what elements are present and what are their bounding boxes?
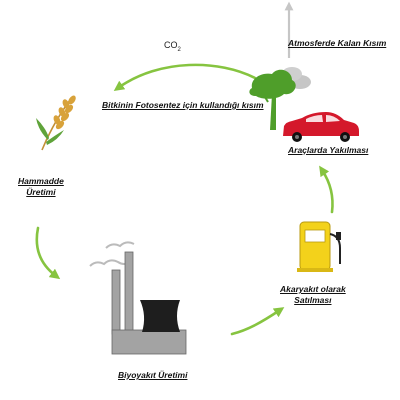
fuel-sale-label: Akaryakıt olarak Satılması [280, 284, 346, 305]
factory-icon [89, 241, 187, 355]
arrow-raw-to-factory [35, 226, 61, 280]
wheat-icon [36, 95, 76, 151]
fuel-pump-icon [297, 221, 341, 272]
vehicle-burning-label: Araçlarda Yakılması [288, 145, 369, 155]
car-icon [283, 112, 359, 142]
biofuel-production-label: Biyoyakıt Üretimi [118, 370, 188, 380]
arrow-photosynthesis [113, 63, 257, 92]
co2-label: CO2 [164, 40, 181, 53]
arrow-pump-to-car [319, 165, 334, 214]
photosynthesis-label: Bitkinin Fotosentez için kullandığı kısı… [102, 100, 264, 110]
tree-cloud-icon [249, 67, 311, 130]
raw-material-label: Hammadde Üretimi [18, 176, 64, 197]
arrow-factory-to-pump [230, 307, 285, 336]
atmosphere-label: Atmosferde Kalan Kısım [288, 38, 387, 48]
